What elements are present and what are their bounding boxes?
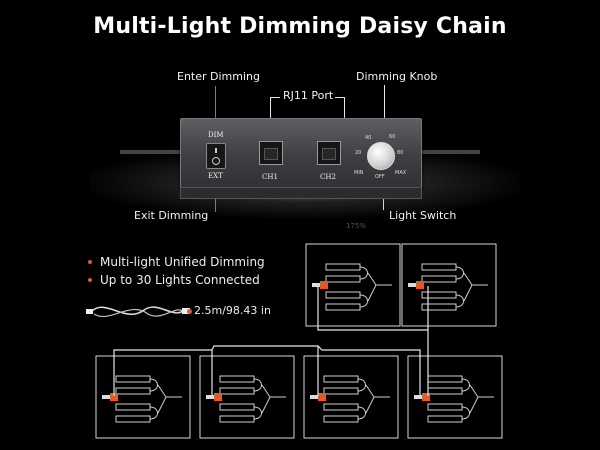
chain-cables: [113, 286, 429, 396]
rj11-port-ch1[interactable]: [259, 141, 283, 165]
cable-length-dot: [187, 309, 192, 314]
power-cable: [120, 150, 180, 154]
grow-light-panel-icon: [95, 355, 191, 439]
grow-light-panel-icon: [305, 243, 401, 327]
knob-scale-60: 60: [389, 134, 396, 140]
knob-min-label: MIN: [354, 170, 364, 176]
leader-rj11-right: [335, 97, 345, 98]
cable-length-label: 2.5m/98.43 in: [194, 304, 271, 317]
feature-item: Multi-light Unified Dimming: [86, 255, 265, 269]
callout-rj11-port: RJ11 Port: [283, 89, 334, 102]
feature-item: Up to 30 Lights Connected: [86, 273, 265, 287]
dim-toggle-switch[interactable]: [206, 143, 226, 169]
knob-scale-80: 80: [397, 150, 404, 156]
leader-dimming-knob: [384, 85, 385, 143]
ext-label: EXT: [208, 172, 223, 180]
grow-light-panel-icon: [199, 355, 295, 439]
ch2-label: CH2: [320, 173, 336, 181]
rj11-cable-icon: [86, 306, 190, 318]
knob-scale-20: 20: [355, 150, 362, 156]
grow-light-panel-icon: [407, 355, 503, 439]
leader-rj11-left: [270, 97, 280, 98]
page-title: Multi-Light Dimming Daisy Chain: [93, 14, 507, 39]
dim-label: DIM: [208, 131, 224, 139]
rj11-port-ch2[interactable]: [317, 141, 341, 165]
dimming-knob[interactable]: [367, 142, 395, 170]
knob-scale-40: 40: [365, 135, 372, 141]
callout-enter-dimming: Enter Dimming: [177, 70, 260, 83]
zoom-watermark: 175%: [346, 222, 367, 230]
knob-max-label: MAX: [395, 170, 407, 176]
ch1-label: CH1: [262, 173, 278, 181]
feature-list: Multi-light Unified Dimming Up to 30 Lig…: [86, 255, 265, 291]
grow-light-panel-icon: [401, 243, 497, 327]
output-cable: [420, 150, 480, 154]
leader-enter-dimming: [215, 86, 216, 132]
callout-dimming-knob: Dimming Knob: [356, 70, 438, 83]
knob-off-label: OFF: [375, 174, 385, 180]
